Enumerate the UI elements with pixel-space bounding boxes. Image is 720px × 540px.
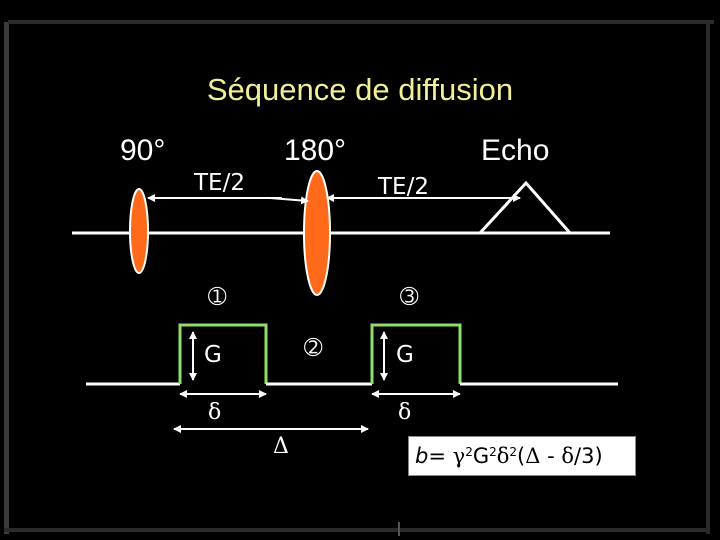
formula-Delta: Δ xyxy=(525,444,541,468)
step-2-marker: ➁ xyxy=(304,336,323,361)
formula-minus: - xyxy=(540,444,562,468)
formula-b: b xyxy=(415,444,429,468)
slide-title: Séquence de diffusion xyxy=(206,72,514,107)
te-half-left-label: TE/2 xyxy=(194,170,245,196)
formula-eq: = xyxy=(428,444,453,468)
step-3-marker: ➂ xyxy=(400,285,419,310)
pulse-180 xyxy=(303,170,331,296)
formula-delta: δ xyxy=(496,444,510,468)
slide-border-right xyxy=(706,22,710,534)
gradient-right-label: G xyxy=(396,342,414,368)
gradient-lobe-1 xyxy=(178,323,268,384)
b-value-formula: b= γ2G2δ2(Δ - δ/3) xyxy=(408,436,636,476)
gradient-left-label: G xyxy=(204,342,222,368)
delta-left-label: δ xyxy=(208,400,222,425)
formula-tail: /3) xyxy=(574,444,603,468)
formula-sup2: 2 xyxy=(489,445,497,459)
delta-right-label: δ xyxy=(398,400,412,425)
formula-delta2: δ xyxy=(561,444,575,468)
formula-sup1: 2 xyxy=(465,445,473,459)
slide-border-left xyxy=(4,22,9,534)
pulse-90-label: 90° xyxy=(120,134,166,167)
step-1-marker: ➀ xyxy=(208,285,227,310)
te-half-right-label: TE/2 xyxy=(378,174,429,200)
pulse-180-label: 180° xyxy=(284,134,347,167)
big-delta-label: Δ xyxy=(273,434,289,459)
echo-label: Echo xyxy=(481,134,550,167)
slide-border-top xyxy=(8,20,714,24)
te-left-arrow-line2 xyxy=(269,196,309,205)
formula-G: G xyxy=(472,444,490,468)
gradient-lobe-2 xyxy=(370,323,462,384)
slide-border-bottom xyxy=(4,528,710,532)
formula-sup3: 2 xyxy=(509,445,518,459)
formula-open: ( xyxy=(517,444,526,468)
pulse-90 xyxy=(129,188,149,274)
formula-gamma: γ xyxy=(452,444,466,468)
echo-signal xyxy=(478,180,572,235)
